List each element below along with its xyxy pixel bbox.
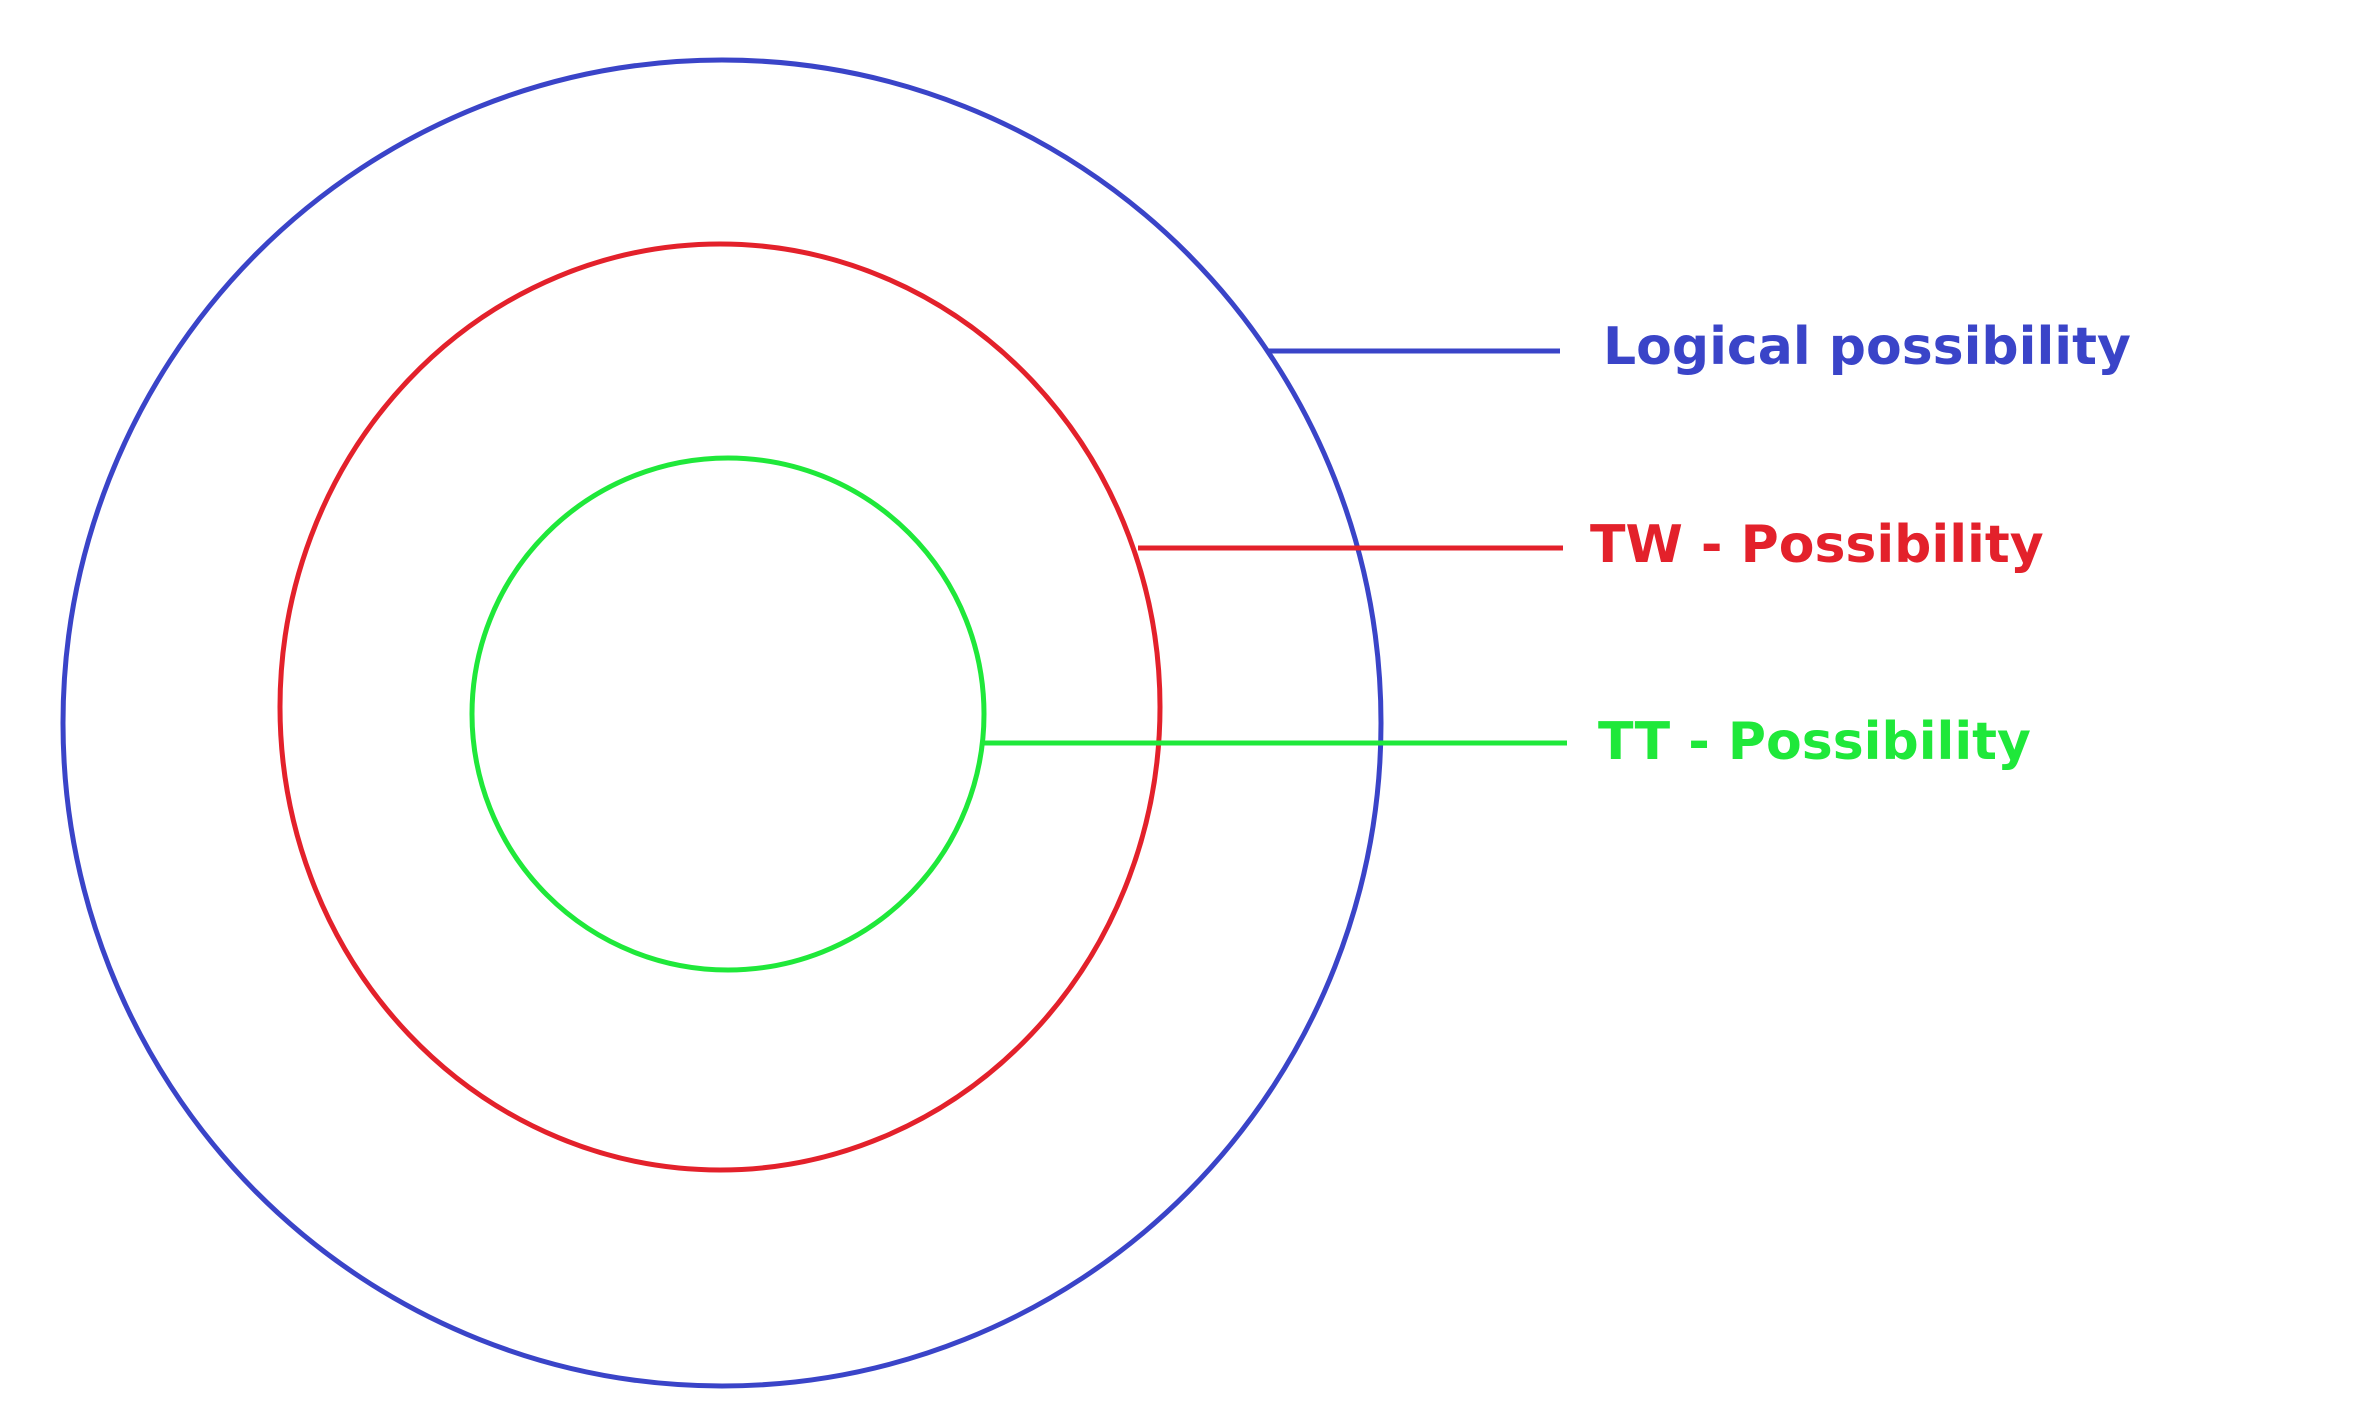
tt-possibility-label: TT - Possibility — [1598, 712, 2031, 772]
tt-possibility-circle — [469, 455, 987, 973]
tw-possibility-label: TW - Possibility — [1590, 515, 2044, 575]
tw-possibility-circle — [277, 241, 1163, 1173]
logical-possibility-label: Logical possibility — [1603, 317, 2131, 377]
logical-possibility-circle — [60, 57, 1384, 1389]
